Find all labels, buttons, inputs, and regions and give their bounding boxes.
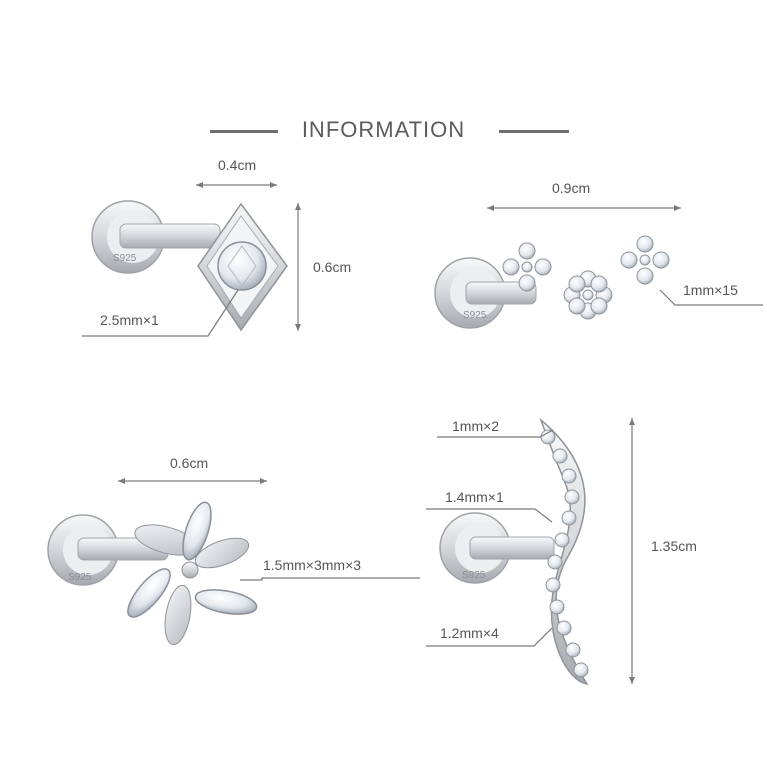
item1-stone-label: 2.5mm×1 (100, 312, 159, 328)
marquise-flower-stud (47, 501, 258, 646)
item4-stone-label-3: 1.2mm×4 (440, 625, 499, 641)
s925-stamp: S925 (113, 253, 137, 264)
pave-stone (636, 235, 654, 253)
pave-stone (554, 532, 570, 548)
pave-stone (502, 258, 520, 276)
leader-line (82, 289, 239, 337)
leader-line (659, 289, 763, 306)
stone-facets (227, 245, 257, 287)
item4-stone-label-2: 1.4mm×1 (445, 489, 504, 505)
dimension-lines (82, 182, 763, 684)
pave-stone (568, 275, 586, 293)
pave-stone (561, 468, 577, 484)
pave-stone (565, 642, 581, 658)
cluster-stones (502, 235, 670, 320)
pave-stone (639, 254, 651, 266)
pave-stone (518, 242, 536, 260)
pave-stone (547, 554, 563, 570)
diamond-stud (91, 200, 288, 332)
item1-height-label: 0.6cm (313, 259, 352, 275)
pave-stone (636, 267, 654, 285)
item4-stone-label-1: 1mm×2 (452, 418, 500, 434)
pave-stone (573, 662, 589, 678)
round-stone (217, 241, 267, 291)
marquise-stone (194, 589, 258, 615)
s925-stamp: S925 (462, 570, 486, 581)
pave-stones (540, 429, 589, 678)
metal-petal (164, 584, 192, 646)
pave-stone (652, 251, 670, 269)
pave-stone (590, 275, 608, 293)
pave-stone (549, 599, 565, 615)
pave-stone (590, 297, 608, 315)
pave-stone (561, 510, 577, 526)
flower-center (181, 561, 199, 579)
title-rule-right (499, 130, 569, 133)
item3-stone-label: 1.5mm×3mm×3 (263, 557, 362, 573)
marquise-stone (127, 568, 171, 618)
wave-bar-stud (439, 417, 589, 686)
pave-stone (518, 274, 536, 292)
pave-stone (534, 258, 552, 276)
pave-stone (620, 251, 638, 269)
flower-cluster-stud (434, 235, 670, 329)
pave-stone (582, 289, 594, 301)
leader-line (426, 627, 553, 647)
pave-stone (521, 261, 533, 273)
pave-stone (552, 448, 568, 464)
item2-stone-label: 1mm×15 (683, 282, 738, 298)
item1-width-label: 0.4cm (218, 157, 257, 173)
marquise-stone (182, 501, 212, 561)
post-bar (119, 223, 221, 249)
s925-stamp: S925 (68, 572, 92, 583)
post-bar (465, 281, 537, 305)
title-rule-left (210, 130, 278, 133)
metal-petal (194, 537, 250, 569)
pave-stone (556, 620, 572, 636)
item3-width-label: 0.6cm (170, 455, 209, 471)
pave-stone (568, 297, 586, 315)
leader-line (426, 508, 553, 523)
leader-line (437, 429, 554, 438)
item2-width-label: 0.9cm (552, 180, 591, 196)
leader-line (240, 577, 420, 581)
post-bar (469, 536, 555, 560)
page-title: INFORMATION (301, 117, 466, 142)
item4-height-label: 1.35cm (651, 538, 697, 554)
pave-stone (564, 489, 580, 505)
pave-stone (545, 577, 561, 593)
s925-stamp: S925 (463, 310, 487, 321)
